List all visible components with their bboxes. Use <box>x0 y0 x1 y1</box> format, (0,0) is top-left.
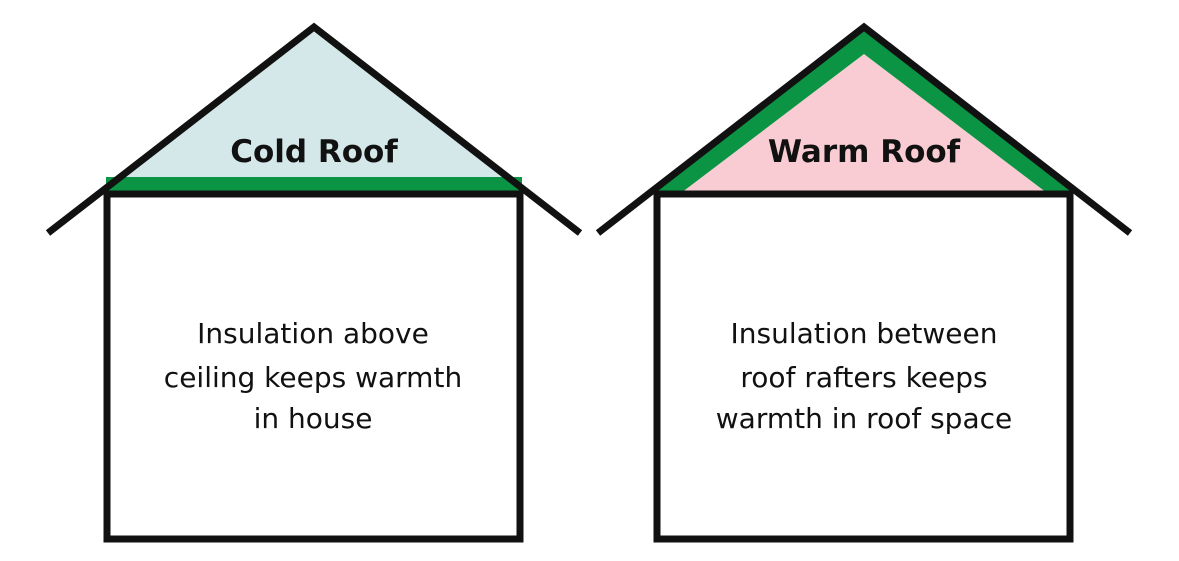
cold-roof-description-line-1: Insulation above <box>197 317 429 350</box>
warm-roof-description-line-3: warmth in roof space <box>716 402 1012 435</box>
warm-roof-house-body <box>653 190 1074 543</box>
cold-roof-attic-fill <box>108 27 520 189</box>
warm-roof-outline <box>595 22 1133 236</box>
cold-roof-description-line-2: ceiling keeps warmth <box>164 361 462 394</box>
warm-roof-house: Warm Roof Insulation between roof rafter… <box>595 22 1133 543</box>
cold-roof-house-body <box>103 190 524 543</box>
warm-roof-description-line-2: roof rafters keeps <box>740 361 987 394</box>
cold-roof-house: Cold Roof Insulation above ceiling keeps… <box>45 22 583 543</box>
cold-roof-description-line-3: in house <box>254 402 373 435</box>
warm-roof-description-line-1: Insulation between <box>731 317 998 350</box>
warm-roof-rafter-insulation <box>652 29 1076 193</box>
cold-roof-title: Cold Roof <box>230 134 398 170</box>
cold-roof-outline <box>45 22 583 236</box>
warm-roof-attic-fill <box>681 54 1047 193</box>
warm-roof-title: Warm Roof <box>768 134 961 170</box>
cold-roof-ceiling-insulation <box>106 177 522 194</box>
